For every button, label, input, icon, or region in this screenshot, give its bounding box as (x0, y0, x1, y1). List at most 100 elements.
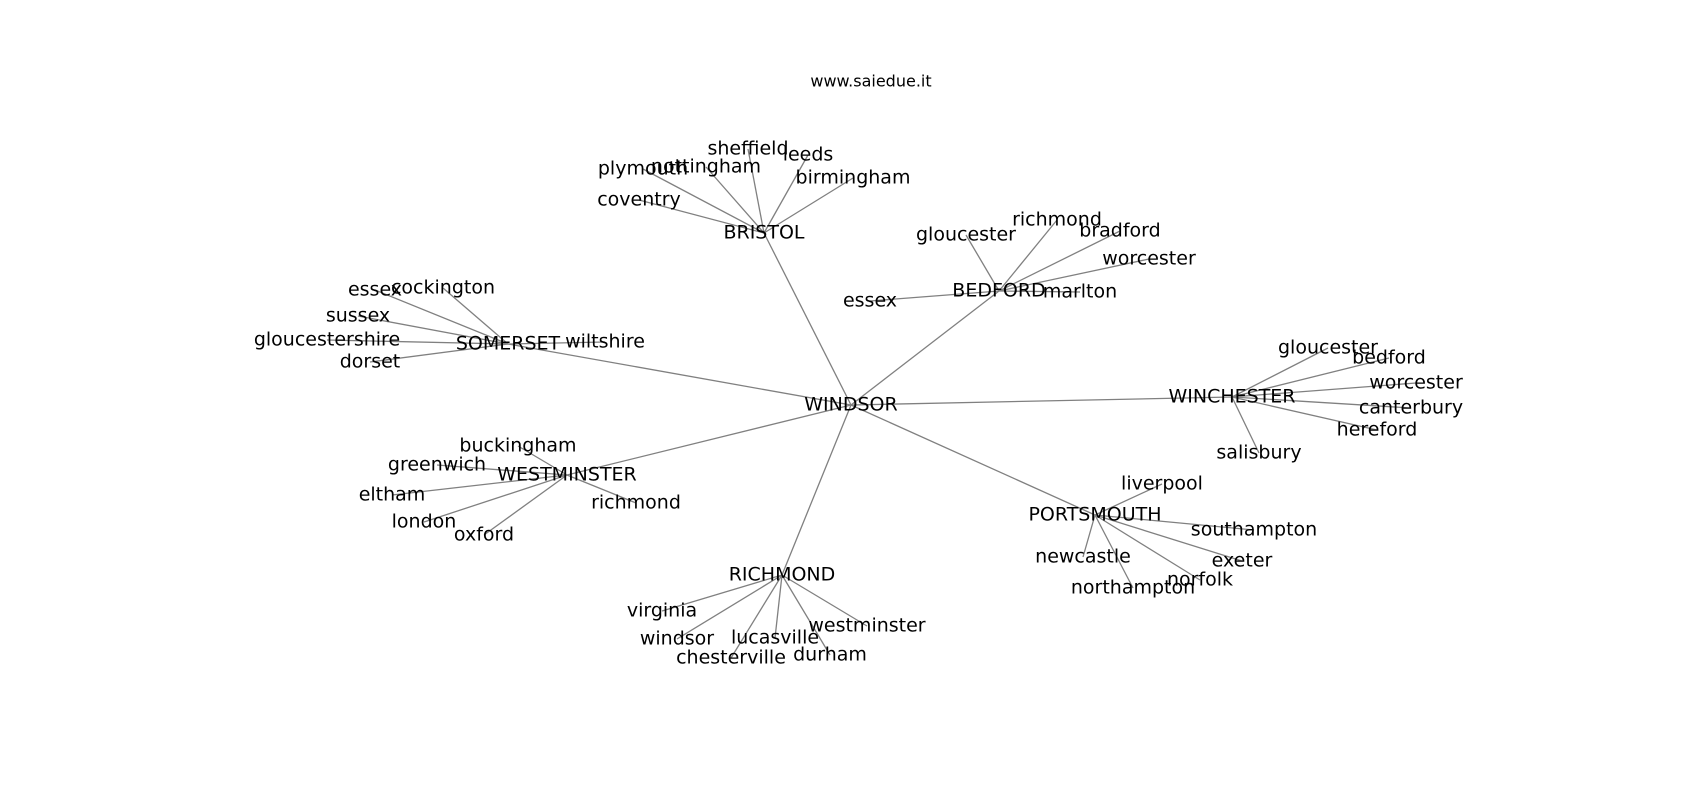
edge-windsor-to-winchester (850, 396, 1233, 406)
leaf-node-portsmouth-norfolk: norfolk (1167, 569, 1233, 591)
edge-bristol-to-bristol-coventry (638, 199, 765, 234)
edge-bedford-to-bedford-richmond (998, 219, 1058, 292)
edge-bristol-to-bristol-leeds (763, 154, 809, 234)
leaf-node-somerset-dorset: dorset (340, 351, 401, 373)
hub-node-bristol: BRISTOL (723, 222, 804, 244)
edge-bristol-to-bristol-plymouth (642, 168, 765, 234)
leaf-node-winchester-bedford: bedford (1352, 347, 1426, 369)
leaf-node-westminster-london: london (392, 511, 457, 533)
edge-richmond-to-richmond-lucasville (774, 574, 783, 639)
leaf-node-bristol-sheffield: sheffield (707, 138, 788, 160)
edge-bedford-to-bedford-bradford (998, 230, 1121, 292)
leaf-node-winchester-hereford: hereford (1337, 419, 1418, 441)
hub-node-portsmouth: PORTSMOUTH (1028, 504, 1161, 526)
leaf-node-bristol-leeds: leeds (783, 144, 834, 166)
leaf-node-bedford-worcester: worcester (1102, 248, 1196, 270)
leaf-node-bristol-plymouth: plymouth (598, 158, 688, 180)
hub-node-richmond: RICHMOND (729, 564, 836, 586)
edge-richmond-to-richmond-windsor (676, 574, 783, 640)
graph-labels: WINDSOR BRISTOL BEDFORD SOMERSET WESTMINSTER… (254, 138, 1463, 669)
leaf-node-winchester-worcester: worcester (1369, 372, 1463, 394)
leaf-node-westminster-greenwich: greenwich (388, 454, 486, 476)
leaf-node-winchester-gloucester: gloucester (1278, 337, 1378, 359)
edge-bristol-to-bristol-nottingham (705, 166, 765, 234)
leaf-node-winchester-salisbury: salisbury (1216, 442, 1301, 464)
edge-portsmouth-to-portsmouth-liverpool (1094, 483, 1163, 516)
leaf-node-richmond-chesterville: chesterville (676, 647, 786, 669)
leaf-node-richmond-durham: durham (793, 644, 867, 666)
edge-bristol-to-bristol-birmingham (763, 177, 854, 234)
edge-westminster-to-westminster-eltham (391, 474, 568, 496)
edge-westminster-to-westminster-greenwich (436, 464, 568, 476)
leaf-node-somerset-essex: essex (348, 279, 402, 301)
edge-richmond-to-richmond-westminster (781, 574, 868, 627)
leaf-node-winchester-canterbury: canterbury (1359, 397, 1463, 419)
edge-westminster-to-westminster-buckingham (517, 445, 568, 476)
edge-richmond-to-richmond-virginia (661, 574, 783, 612)
hub-node-windsor: WINDSOR (804, 394, 897, 416)
hub-node-winchester: WINCHESTER (1168, 386, 1295, 408)
leaf-node-bedford-gloucester: gloucester (916, 224, 1016, 246)
leaf-node-somerset-wiltshire: wiltshire (565, 331, 645, 353)
hub-node-bedford: BEDFORD (952, 280, 1045, 302)
leaf-node-westminster-oxford: oxford (454, 524, 514, 546)
leaf-node-richmond-lucasville: lucasville (731, 627, 819, 649)
edge-windsor-to-bedford (850, 290, 1000, 406)
leaf-node-westminster-buckingham: buckingham (459, 435, 576, 457)
leaf-node-richmond-windsor: windsor (640, 628, 714, 650)
leaf-node-bristol-birmingham: birmingham (796, 167, 911, 189)
leaf-node-westminster-eltham: eltham (359, 484, 426, 506)
edge-somerset-to-somerset-wiltshire (507, 341, 606, 345)
leaf-node-bedford-marlton: marlton (1043, 281, 1117, 303)
edge-windsor-to-bristol (763, 232, 852, 406)
leaf-node-bedford-essex: essex (843, 290, 897, 312)
leaf-node-portsmouth-newcastle: newcastle (1035, 546, 1131, 568)
edge-windsor-to-somerset (507, 343, 852, 406)
leaf-node-westminster-richmond: richmond (591, 492, 681, 514)
edge-portsmouth-to-portsmouth-newcastle (1082, 514, 1096, 558)
edge-winchester-to-winchester-worcester (1231, 382, 1417, 398)
leaf-node-somerset-cockington: cockington (391, 277, 495, 299)
edge-bedford-to-bedford-worcester (998, 258, 1150, 292)
edge-portsmouth-to-portsmouth-northampton (1094, 514, 1134, 589)
edge-windsor-to-richmond (781, 404, 852, 576)
leaf-node-portsmouth-southampton: southampton (1191, 519, 1317, 541)
leaf-node-portsmouth-liverpool: liverpool (1121, 473, 1203, 495)
edge-westminster-to-westminster-oxford (483, 474, 568, 536)
edge-westminster-to-westminster-richmond (566, 474, 637, 504)
edge-portsmouth-to-portsmouth-norfolk (1094, 514, 1201, 581)
edge-somerset-to-somerset-sussex (357, 315, 509, 345)
leaf-node-bristol-coventry: coventry (597, 189, 681, 211)
leaf-node-bedford-richmond: richmond (1012, 209, 1102, 231)
hub-node-somerset: SOMERSET (456, 333, 561, 355)
edge-bedford-to-bedford-gloucester (965, 234, 1000, 292)
edge-richmond-to-richmond-chesterville (730, 574, 783, 659)
edge-somerset-to-somerset-essex (374, 289, 509, 345)
edge-windsor-to-westminster (566, 404, 852, 476)
leaf-node-somerset-sussex: sussex (326, 305, 390, 327)
edge-somerset-to-somerset-dorset (369, 343, 509, 363)
edge-winchester-to-winchester-canterbury (1231, 396, 1412, 409)
edge-somerset-to-somerset-gloucestershire (326, 339, 509, 345)
edge-windsor-to-portsmouth (850, 404, 1096, 516)
edge-portsmouth-to-portsmouth-exeter (1094, 514, 1243, 562)
leaf-node-bristol-nottingham: nottingham (651, 156, 761, 178)
edge-winchester-to-winchester-salisbury (1231, 396, 1260, 454)
hub-node-westminster: WESTMINSTER (497, 464, 637, 486)
leaf-node-portsmouth-northampton: northampton (1071, 577, 1195, 599)
leaf-node-richmond-virginia: virginia (627, 600, 697, 622)
edge-westminster-to-westminster-london (423, 474, 568, 523)
leaf-node-somerset-gloucestershire: gloucestershire (254, 329, 400, 351)
edge-somerset-to-somerset-cockington (442, 287, 509, 345)
edge-winchester-to-winchester-gloucester (1231, 347, 1329, 398)
site-title: www.saiedue.it (810, 72, 931, 91)
leaf-node-richmond-westminster: westminster (808, 615, 925, 637)
edge-bedford-to-bedford-marlton (998, 290, 1081, 293)
edge-portsmouth-to-portsmouth-southampton (1094, 514, 1255, 531)
edge-bedford-to-bedford-essex (869, 290, 1000, 302)
edge-winchester-to-winchester-hereford (1231, 396, 1378, 431)
leaf-node-bedford-bradford: bradford (1079, 220, 1160, 242)
edge-bristol-to-bristol-sheffield (747, 148, 765, 234)
edge-richmond-to-richmond-durham (781, 574, 831, 656)
